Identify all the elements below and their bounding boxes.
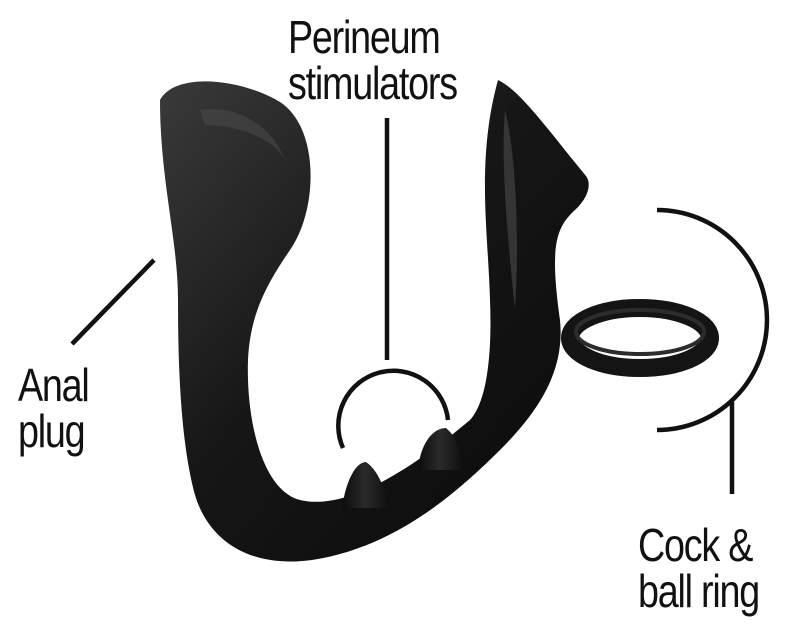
perineum-label-line-2: stimulators bbox=[288, 57, 458, 109]
perineum-stimulator-bumps bbox=[342, 428, 462, 508]
anal-plug-label-line-2: plug bbox=[18, 405, 86, 457]
anal-plug-callout-line bbox=[70, 258, 156, 346]
toy-body bbox=[160, 80, 589, 562]
cock-ring-callout bbox=[656, 207, 770, 494]
cock-ring bbox=[561, 299, 719, 377]
anal-plug-label: Anal plug bbox=[18, 359, 90, 457]
cock-ball-ring-label: Cock & ball ring bbox=[638, 519, 760, 617]
perineum-label-line-1: Perineum bbox=[288, 11, 441, 63]
perineum-stimulators-label: Perineum stimulators bbox=[288, 11, 458, 109]
perineum-callout bbox=[336, 118, 451, 449]
anal-plug-label-line-1: Anal bbox=[18, 359, 90, 411]
cock-ring-label-line-2: ball ring bbox=[638, 565, 760, 617]
cock-ring-label-line-1: Cock & bbox=[638, 519, 753, 571]
